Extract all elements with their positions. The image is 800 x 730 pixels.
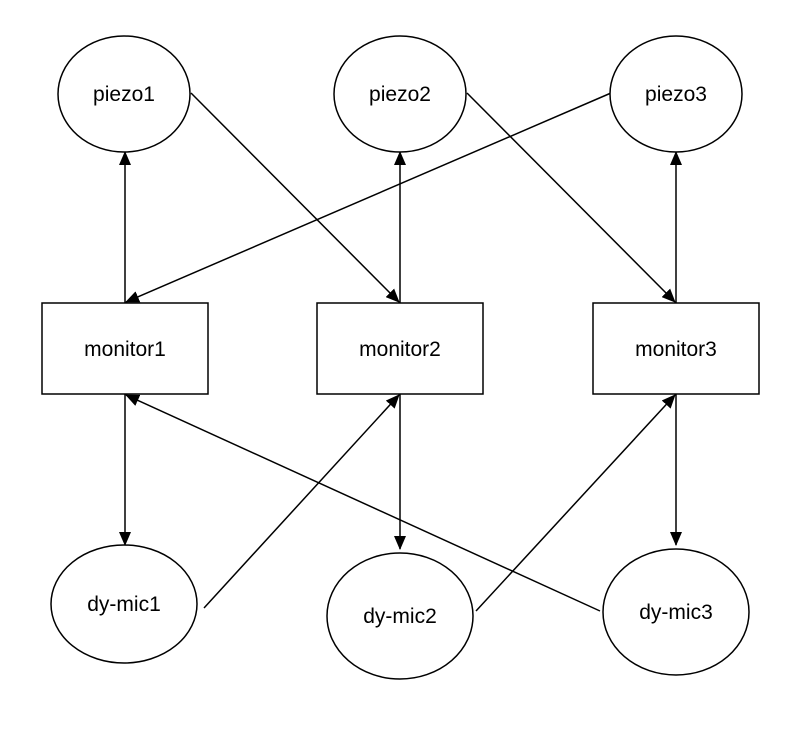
edges-layer	[119, 92, 682, 612]
node-monitor1[interactable]: monitor1	[41, 302, 209, 395]
node-monitor2[interactable]: monitor2	[316, 302, 484, 395]
node-piezo1[interactable]: piezo1	[57, 35, 191, 153]
node-dymic3[interactable]: dy-mic3	[602, 548, 750, 676]
node-label: dy-mic3	[639, 601, 713, 624]
edge-dymic2-to-monitor3	[475, 394, 676, 612]
nodes-layer: piezo1 piezo2 piezo3 monitor1 monitor2 m…	[41, 35, 760, 680]
edge-piezo2-to-monitor3	[466, 92, 676, 303]
node-dymic1[interactable]: dy-mic1	[50, 544, 198, 664]
edge-piezo1-to-monitor2	[190, 92, 400, 303]
edge-dymic3-to-monitor1	[125, 394, 601, 612]
node-piezo2[interactable]: piezo2	[333, 35, 467, 153]
node-label: monitor1	[84, 338, 166, 361]
node-dymic2[interactable]: dy-mic2	[326, 552, 474, 680]
node-monitor3[interactable]: monitor3	[592, 302, 760, 395]
node-label: monitor2	[359, 338, 441, 361]
node-label: piezo3	[645, 83, 707, 106]
node-label: dy-mic1	[87, 593, 161, 616]
node-label: piezo1	[93, 83, 155, 106]
edge-piezo3-to-monitor1	[125, 92, 612, 303]
edge-dymic1-to-monitor2	[203, 394, 400, 609]
node-piezo3[interactable]: piezo3	[609, 35, 743, 153]
node-label: monitor3	[635, 338, 717, 361]
node-label: dy-mic2	[363, 605, 437, 628]
node-label: piezo2	[369, 83, 431, 106]
